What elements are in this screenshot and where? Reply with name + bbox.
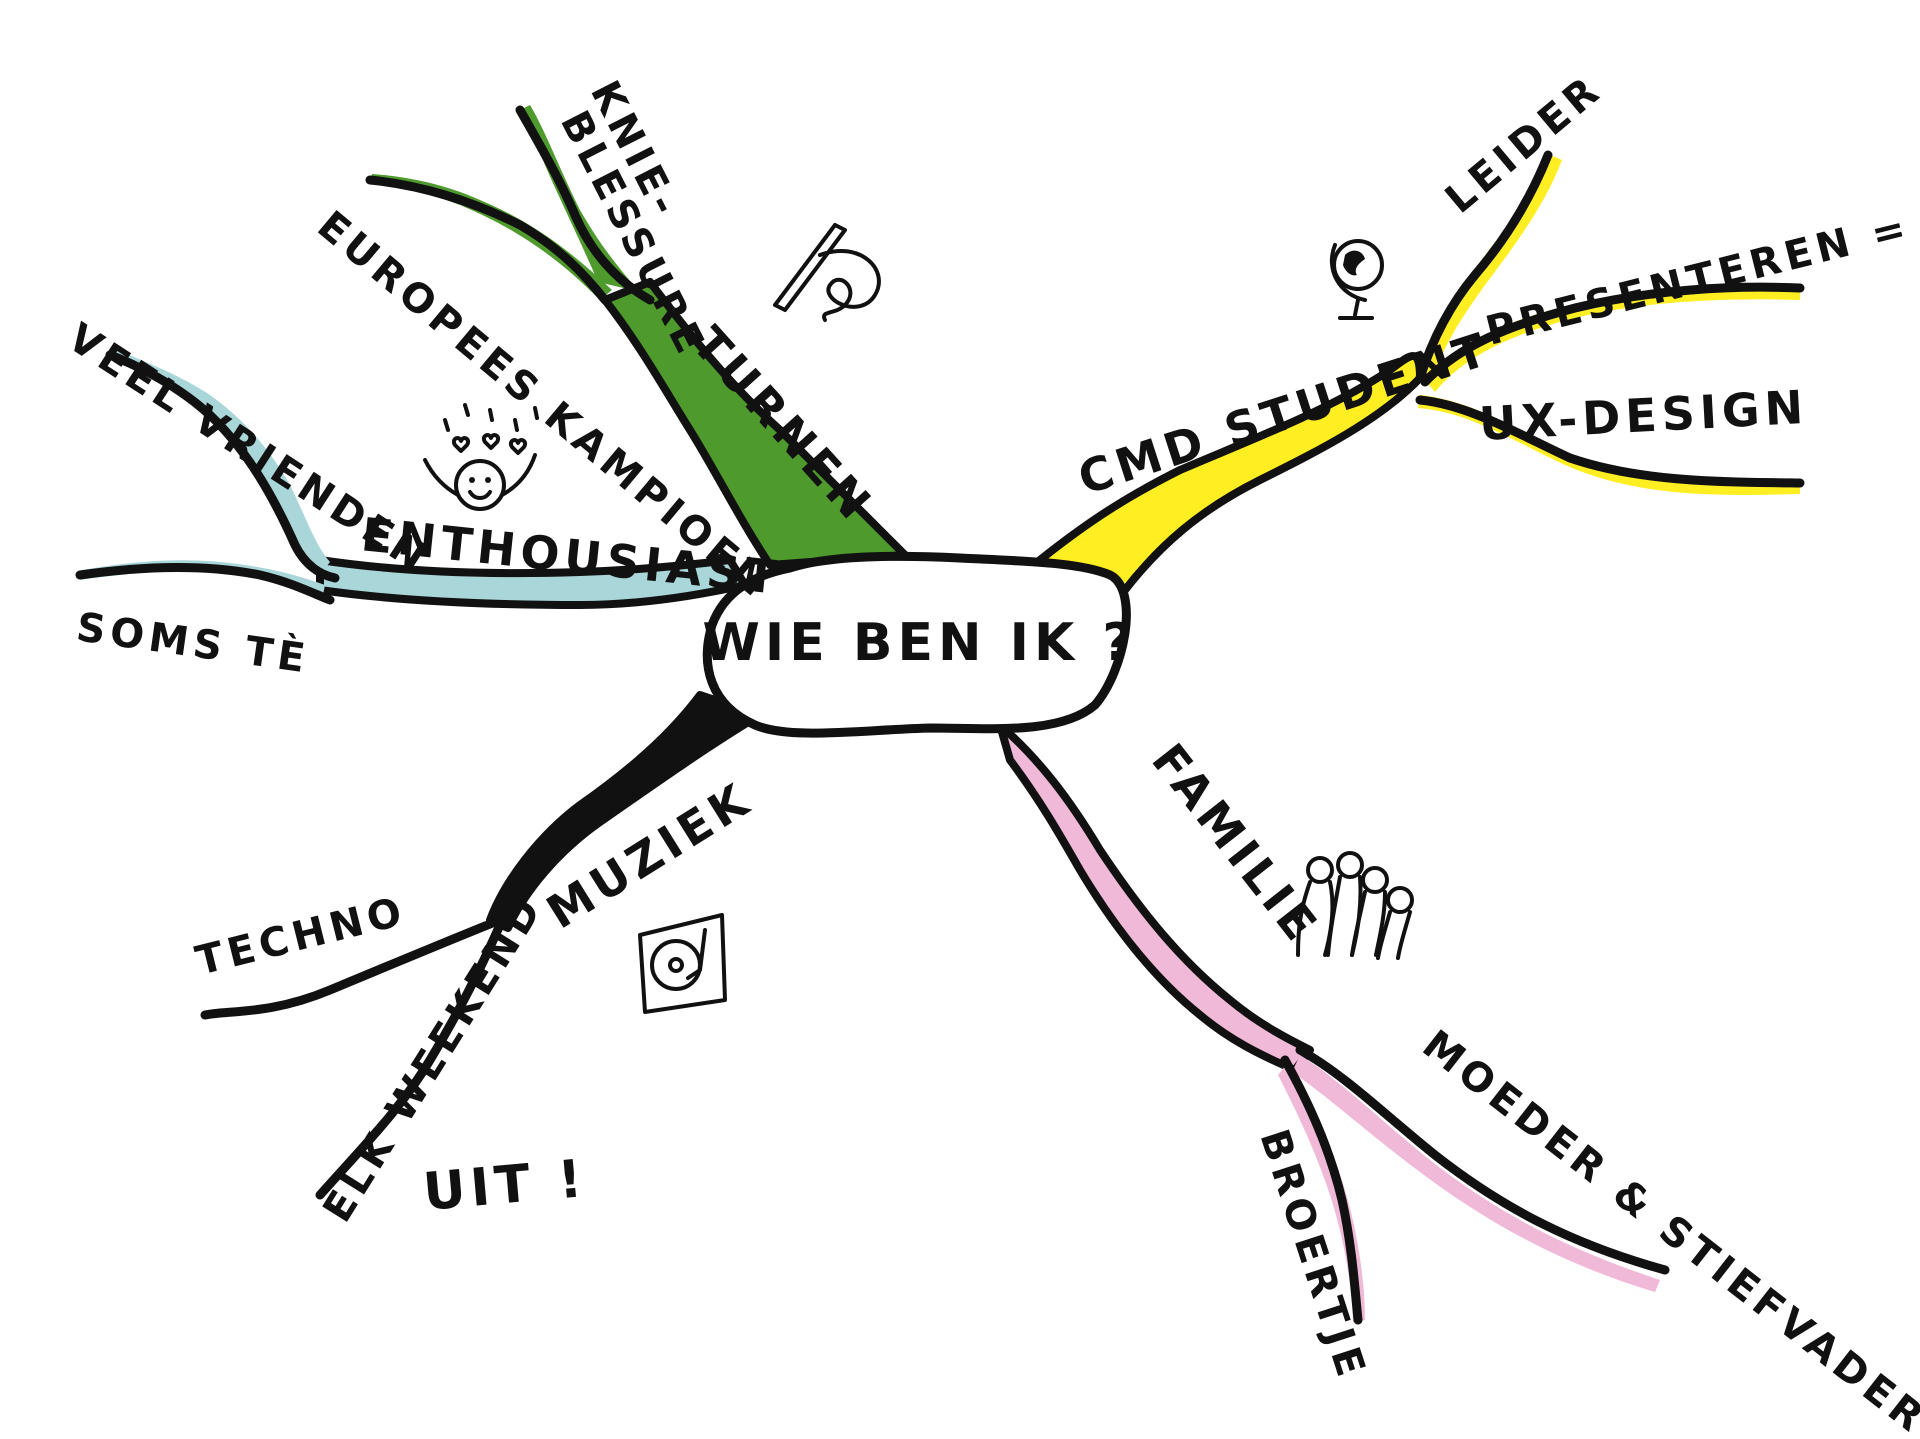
label-ux: UX-DESIGN	[1478, 380, 1810, 451]
label-soms: SOMS TÈ	[74, 602, 313, 682]
label-uit: UIT !	[421, 1149, 589, 1223]
label-moeder: MOEDER & STIEFVADER	[1414, 1022, 1920, 1439]
branch-familie-twig-moeder	[1292, 1055, 1660, 1292]
happy-person-icon	[423, 403, 539, 511]
label-presenteren: PRESENTEREN = LEUK	[1481, 167, 1920, 355]
branch-turnen-trunk	[601, 278, 909, 569]
central-node: WIE BEN IK ?	[702, 551, 1137, 738]
gym-rings-icon	[773, 223, 881, 322]
label-muziek: MUZIEK	[537, 771, 761, 939]
family-icon	[1296, 851, 1414, 960]
globe-icon	[1329, 239, 1384, 320]
branch-cmd	[1036, 150, 1805, 594]
branch-cmd-twig-leider	[1420, 155, 1562, 385]
label-cmd: CMD STUDENT	[1072, 321, 1498, 505]
branch-enthousiast	[75, 350, 749, 609]
branch-turnen	[365, 105, 909, 569]
turntable-icon	[638, 913, 727, 1014]
branch-enthousiast-twig-vrienden	[110, 350, 330, 575]
branch-cmd-twig-presenteren	[1425, 287, 1800, 392]
branch-turnen-twig-knie	[520, 105, 640, 292]
branch-familie	[996, 721, 1670, 1325]
central-node-shape	[702, 551, 1131, 738]
branch-muziek-trunk	[486, 691, 764, 932]
branch-muziek	[200, 691, 764, 1200]
branch-turnen-twig-europees	[370, 174, 612, 300]
label-vrienden: VEEL VRIENDEN	[60, 315, 439, 583]
branch-cmd-trunk	[1036, 352, 1424, 594]
central-label: WIE BEN IK ?	[702, 613, 1137, 673]
